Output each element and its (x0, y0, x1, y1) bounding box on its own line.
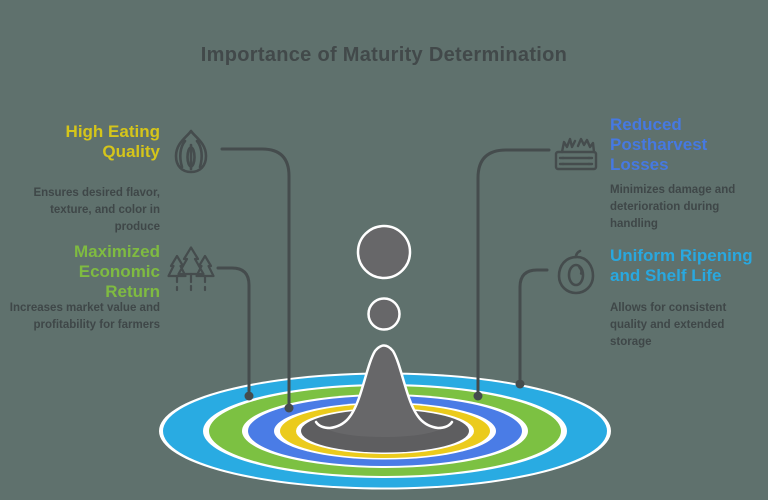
connector-lines (216, 147, 551, 405)
droplet-large (356, 224, 412, 280)
connector-uniform-ripening (518, 268, 549, 381)
description-uniform-ripening-shelf-life: Allows for consistent quality and extend… (610, 302, 727, 348)
page-title: Importance of Maturity Determination (200, 44, 568, 66)
description-reduced-postharvest-losses: Minimizes damage and deterioration durin… (610, 184, 736, 230)
dot-uniform-ripening (515, 379, 525, 389)
description-maximized-economic-return: Increases market value and profitability… (9, 302, 160, 331)
connector-high-eating-quality (220, 147, 291, 405)
dot-maximized-return (244, 391, 254, 401)
produce-crate-icon (551, 127, 601, 177)
connector-dots (244, 379, 525, 413)
falling-droplets (356, 224, 412, 331)
heading-maximized-economic-return: Maximized Economic Return (74, 242, 160, 301)
droplet-small (367, 297, 401, 331)
connector-maximized-return (216, 266, 251, 393)
dot-postharvest-losses (473, 391, 483, 401)
onion-icon (166, 126, 216, 176)
peach-icon (551, 247, 601, 297)
water-splash (314, 344, 454, 437)
splash-plume (326, 345, 442, 437)
connector-postharvest-losses (476, 148, 551, 393)
dot-high-eating-quality (284, 403, 294, 413)
pine-trees-icon (167, 246, 215, 292)
heading-reduced-postharvest-losses: Reduced Postharvest Losses (610, 115, 708, 174)
splash-outline (314, 344, 454, 430)
heading-high-eating-quality: High Eating Quality (65, 122, 160, 161)
description-high-eating-quality: Ensures desired flavor, texture, and col… (33, 187, 160, 233)
heading-uniform-ripening-shelf-life: Uniform Ripening and Shelf Life (610, 246, 753, 285)
